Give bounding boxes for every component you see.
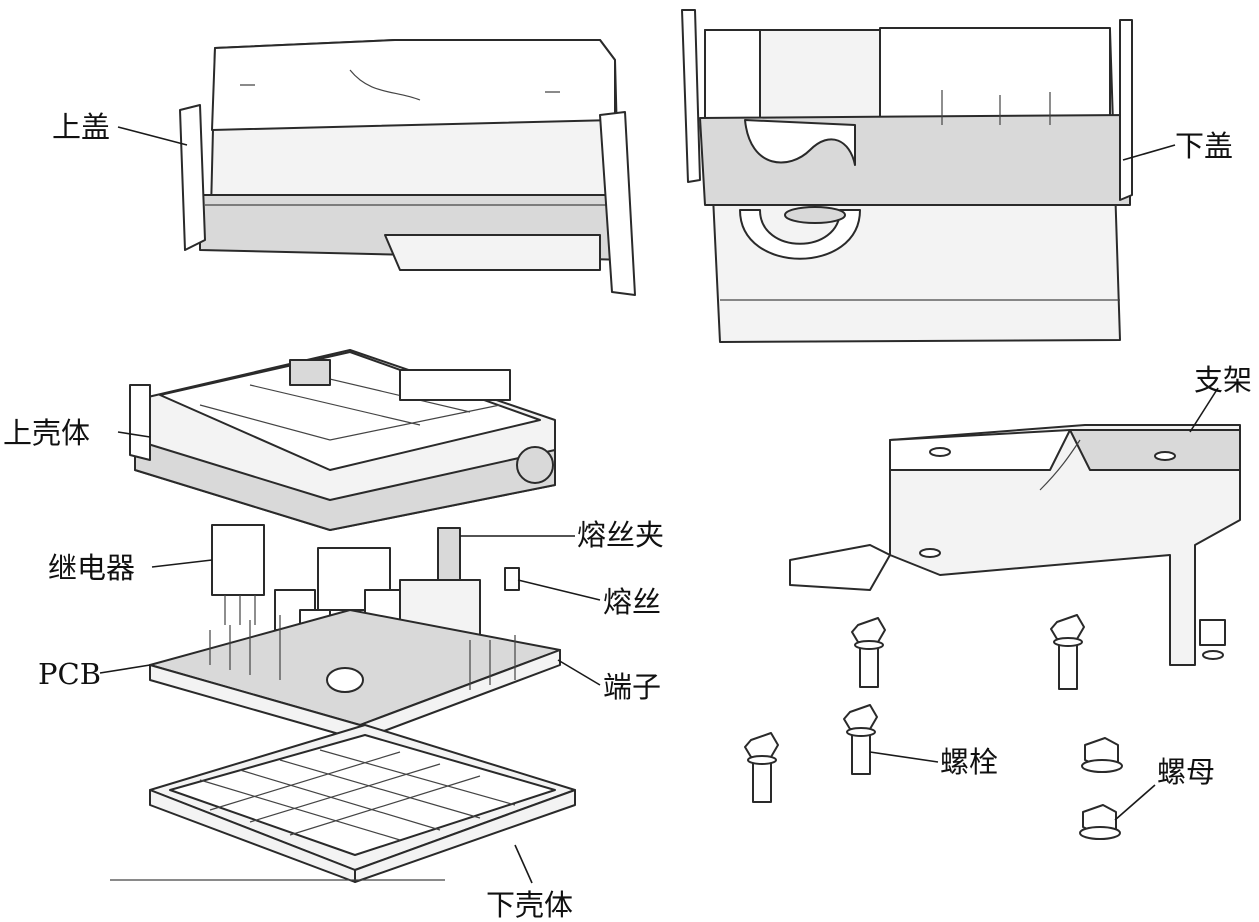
- upper-shell-part: [129, 349, 556, 531]
- pcb-part: [149, 609, 561, 741]
- label-upper-cover: 上盖: [52, 110, 110, 144]
- label-fuse-clip: 熔丝夹: [577, 518, 664, 552]
- nut-1: [1081, 737, 1123, 773]
- nut-2: [1079, 804, 1121, 840]
- bolts-part: [744, 614, 1085, 803]
- lower-cover-part: [681, 9, 1133, 343]
- label-nut: 螺母: [1157, 755, 1215, 789]
- bolt-2: [1050, 614, 1085, 690]
- bolt-4: [843, 704, 878, 775]
- nuts-part: [1079, 737, 1123, 840]
- label-lower-cover: 下盖: [1175, 129, 1233, 163]
- labels: 上盖 下盖 上壳体 支架 熔丝夹 继电器 熔丝 PCB 端子 螺栓 螺母 下壳体: [3, 110, 1252, 922]
- bracket-part: [789, 424, 1241, 666]
- label-lower-shell: 下壳体: [486, 888, 573, 922]
- leader-lines: [99, 126, 1219, 884]
- bolt-3: [744, 732, 779, 803]
- label-fuse: 熔丝: [603, 585, 661, 619]
- label-bracket: 支架: [1194, 363, 1252, 397]
- bolt-1: [851, 617, 886, 688]
- label-terminal: 端子: [603, 670, 661, 704]
- label-relay: 继电器: [48, 551, 135, 585]
- label-pcb: PCB: [38, 657, 101, 691]
- lower-shell-part: [110, 724, 576, 883]
- upper-cover-part: [179, 39, 636, 296]
- label-upper-shell: 上壳体: [3, 416, 90, 450]
- label-bolt: 螺栓: [940, 745, 998, 779]
